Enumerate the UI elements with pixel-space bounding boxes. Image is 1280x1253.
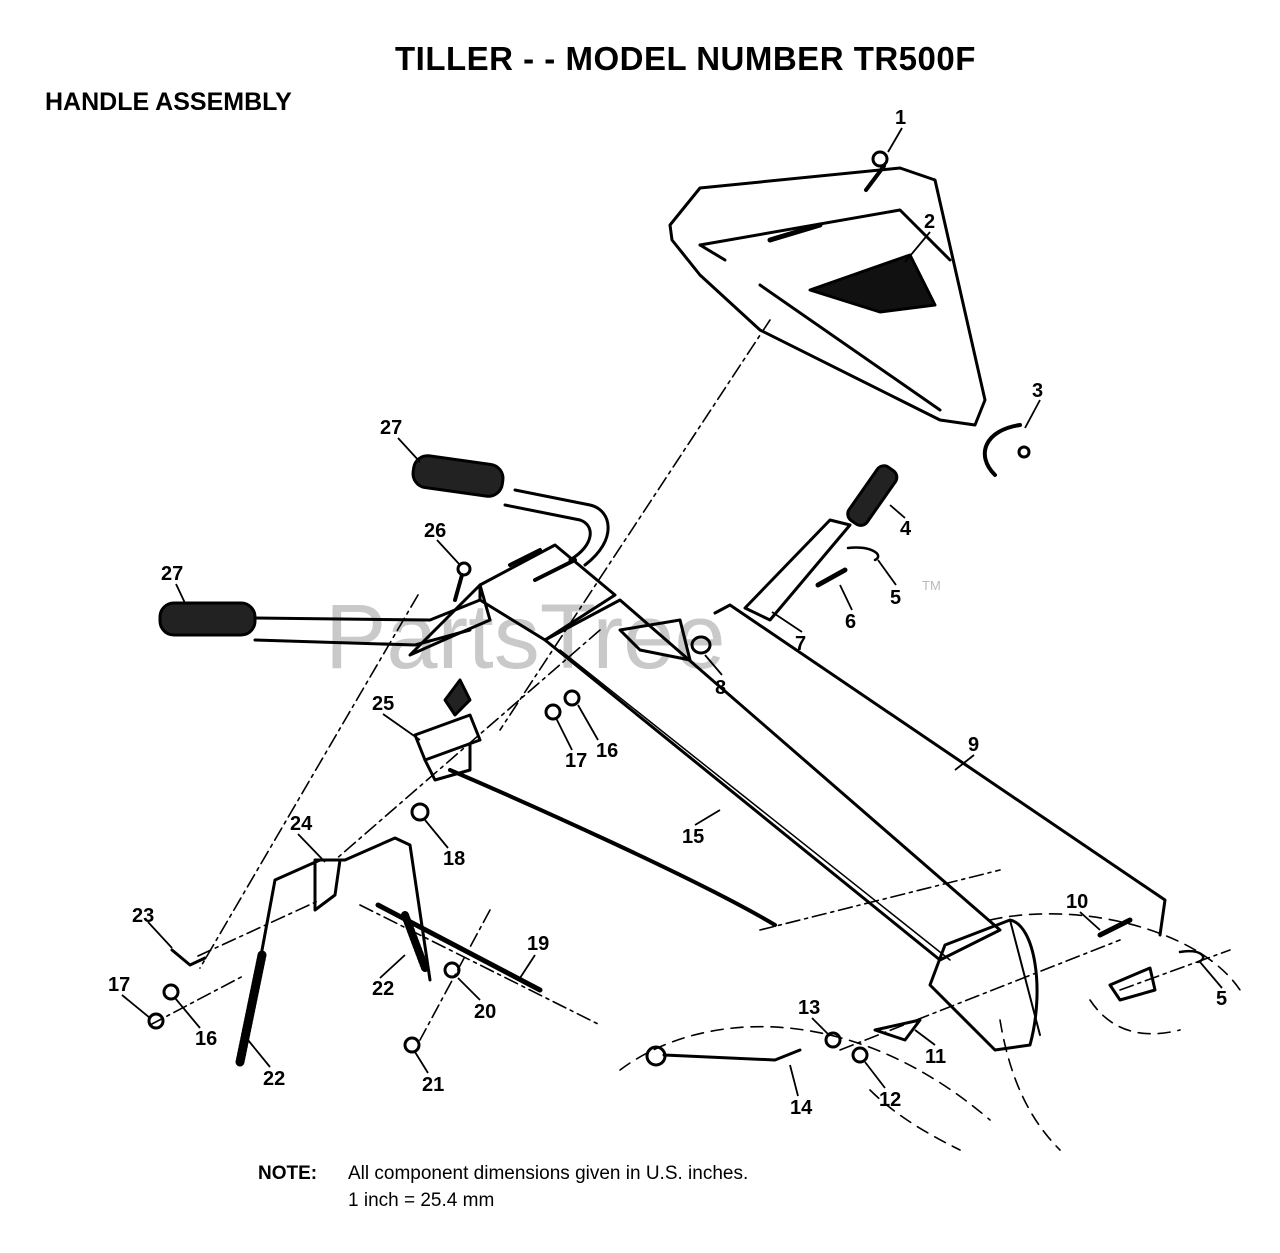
bushing-part-8 [690,635,712,655]
shift-lever-part-7 [743,464,899,622]
diagram-title: TILLER - - MODEL NUMBER TR500F [395,40,976,77]
callout-21: 21 [422,1074,444,1096]
tiller-body-outline [619,1025,991,1121]
section-subtitle: HANDLE ASSEMBLY [45,88,292,116]
nut-part-17 [544,703,562,721]
callout-22-lower: 22 [263,1068,285,1090]
washer-part-13 [824,1031,842,1049]
callout-10: 10 [1066,891,1088,913]
callout-23: 23 [132,905,154,927]
cable-part-19 [375,902,543,993]
washer-part-16 [563,689,581,707]
callout-5-lower: 5 [1216,988,1227,1010]
spring-part-22 [235,950,267,1067]
callout-1: 1 [895,107,906,129]
handle-cover-panel [668,166,987,427]
rod-bracket [618,618,692,662]
handlebar-with-grips-part-27 [158,454,610,647]
callout-27-lower: 27 [161,563,183,585]
note-label: NOTE: [258,1163,318,1184]
watermark-text: PartsTree [325,586,725,688]
callout-16: 16 [596,740,618,762]
callout-22: 22 [372,978,394,1000]
callout-4: 4 [900,518,912,540]
callout-5: 5 [890,587,901,609]
callout-16-lower: 16 [195,1028,217,1050]
nut-part-12 [851,1046,869,1064]
callout-9: 9 [968,734,979,756]
note-line-2: 1 inch = 25.4 mm [348,1190,495,1211]
callout-14: 14 [790,1097,813,1119]
bolt-part-10 [1097,917,1133,938]
watermark-tm: TM [922,578,941,593]
callout-2: 2 [924,211,935,233]
clip-part-11 [873,1018,922,1042]
ring-clip-part-3 [982,423,1022,477]
callout-24: 24 [290,813,313,835]
callout-11: 11 [925,1046,946,1068]
note-line-1: All component dimensions given in U.S. i… [348,1163,749,1184]
screw-part-26 [453,561,472,602]
clutch-bail-part-24 [253,836,432,990]
callout-7: 7 [795,633,806,655]
nut-part-18 [410,802,430,822]
depth-rod-part-14 [645,1045,802,1067]
callout-19: 19 [527,933,549,955]
hardware-part-20 [443,961,461,979]
callout-27: 27 [380,417,402,439]
callout-8: 8 [715,677,726,699]
dimensions-note: NOTE: All component dimensions given in U… [258,1160,748,1214]
throttle-cable [448,768,777,927]
callout-25: 25 [372,693,394,715]
callout-12: 12 [879,1089,901,1111]
callout-13: 13 [798,997,820,1019]
callout-6: 6 [845,611,856,633]
screw-part-21 [403,1036,421,1054]
callout-15: 15 [682,826,704,848]
callout-17-lower: 17 [108,974,130,996]
hairpin-clip-part-5 [846,546,880,562]
link-part-5 [1108,966,1157,1002]
alignment-line [499,319,771,731]
shift-rod-part-9 [713,603,1167,937]
eyebolt-part-23 [170,948,207,967]
callout-3: 3 [1032,380,1043,402]
bolt-part-6 [815,567,848,588]
throttle-bracket-part-25 [413,678,482,782]
callout-18: 18 [443,848,465,870]
screw-part-1 [864,150,889,192]
callout-20: 20 [474,1001,496,1023]
callout-17: 17 [565,750,587,772]
handle-tube-part-15 [543,598,1002,962]
callout-26: 26 [424,520,446,542]
tiller-mount-bracket [928,918,1041,1052]
